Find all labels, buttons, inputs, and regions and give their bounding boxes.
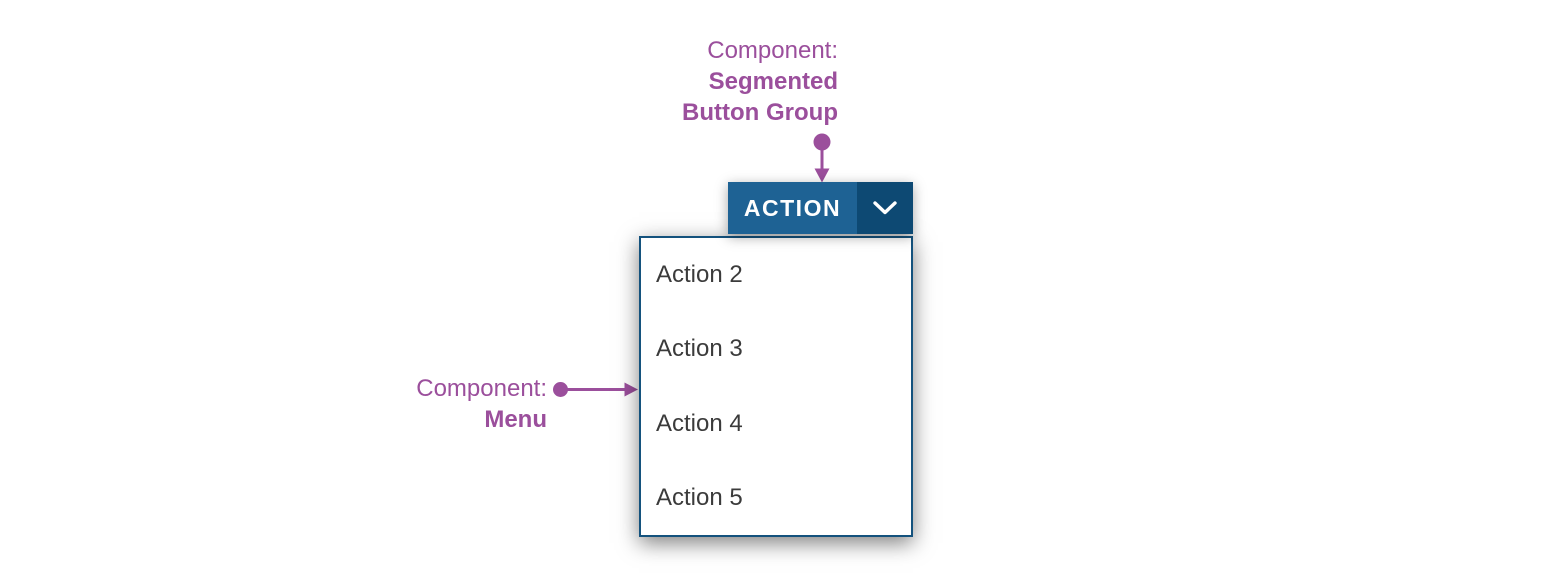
dropdown-menu: Action 2 Action 3 Action 4 Action 5 — [639, 236, 913, 537]
dropdown-toggle-button[interactable] — [857, 182, 913, 234]
annotation-segmented-button-group: Component: Segmented Button Group — [682, 35, 838, 128]
arrow-right-connector-icon — [553, 382, 638, 397]
annotation-menu: Component: Menu — [416, 373, 547, 435]
arrow-down-connector-icon — [813, 133, 831, 183]
annotation-prefix: Component: — [707, 37, 838, 64]
annotation-component-name-line1: Segmented — [708, 68, 838, 95]
chevron-down-icon — [873, 201, 897, 215]
menu-item-action-2[interactable]: Action 2 — [656, 261, 743, 289]
menu-item-action-4[interactable]: Action 4 — [656, 409, 743, 437]
menu-item-action-5[interactable]: Action 5 — [656, 483, 743, 511]
menu-item-action-3[interactable]: Action 3 — [656, 335, 743, 363]
annotation-component-name: Menu — [484, 406, 547, 433]
segmented-button-group: ACTION — [728, 182, 913, 234]
annotation-component-name-line2: Button Group — [682, 99, 838, 126]
action-button[interactable]: ACTION — [728, 182, 857, 234]
annotation-prefix: Component: — [416, 375, 547, 402]
